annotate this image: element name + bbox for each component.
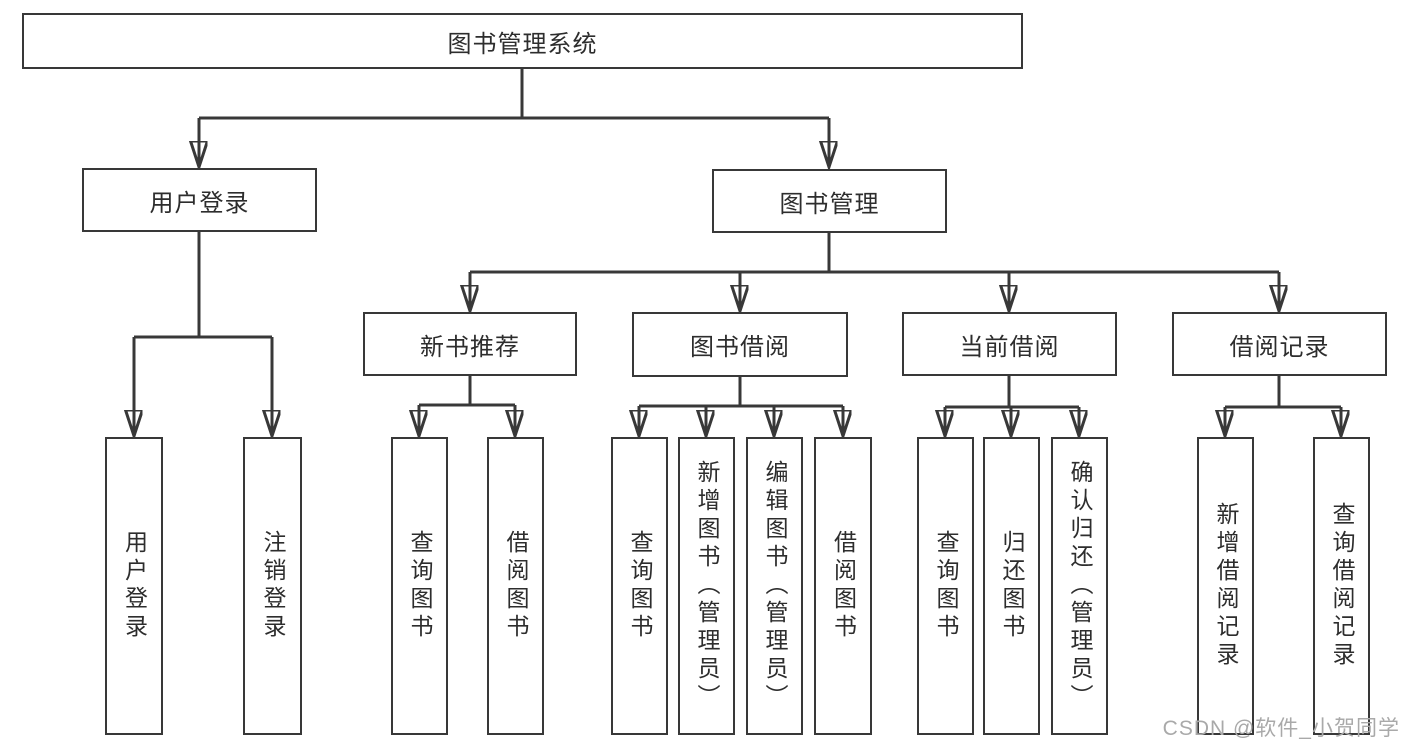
leaf-user-login: 用户登录 bbox=[105, 437, 163, 735]
leaf-query-books-recommend: 查询图书 bbox=[391, 437, 448, 735]
node-book-management: 图书管理 bbox=[712, 169, 947, 233]
node-current-borrow: 当前借阅 bbox=[902, 312, 1117, 376]
edge-current-borrow-to-leaves bbox=[945, 376, 1079, 435]
node-root: 图书管理系统 bbox=[22, 13, 1023, 69]
watermark-text: CSDN @软件_小贺同学 bbox=[1162, 717, 1400, 740]
node-book-borrow: 图书借阅 bbox=[632, 312, 848, 377]
leaf-logout-login: 注销登录 bbox=[243, 437, 302, 735]
node-borrow-records: 借阅记录 bbox=[1172, 312, 1387, 376]
leaf-borrow-books-recommend: 借阅图书 bbox=[487, 437, 544, 735]
node-user-login: 用户登录 bbox=[82, 168, 317, 232]
edge-book-management-to-level3 bbox=[470, 232, 1279, 310]
leaf-query-books-borrow: 查询图书 bbox=[611, 437, 668, 735]
node-new-book-recommend: 新书推荐 bbox=[363, 312, 577, 376]
edge-root-to-level2 bbox=[199, 69, 829, 166]
edge-borrow-records-to-leaves bbox=[1225, 376, 1341, 435]
leaf-confirm-return-admin: 确认归还（管理员） bbox=[1051, 437, 1108, 735]
leaf-query-borrow-record: 查询借阅记录 bbox=[1313, 437, 1370, 735]
edge-user-login-to-leaves bbox=[134, 231, 272, 435]
leaf-edit-book-admin: 编辑图书（管理员） bbox=[746, 437, 803, 735]
leaf-add-borrow-record: 新增借阅记录 bbox=[1197, 437, 1254, 735]
edge-new-book-recommend-to-leaves bbox=[419, 376, 515, 435]
leaf-borrow-books: 借阅图书 bbox=[814, 437, 872, 735]
leaf-query-books-current: 查询图书 bbox=[917, 437, 974, 735]
edge-book-borrow-to-leaves bbox=[639, 377, 843, 435]
leaf-return-books: 归还图书 bbox=[983, 437, 1040, 735]
leaf-add-book-admin: 新增图书（管理员） bbox=[678, 437, 735, 735]
